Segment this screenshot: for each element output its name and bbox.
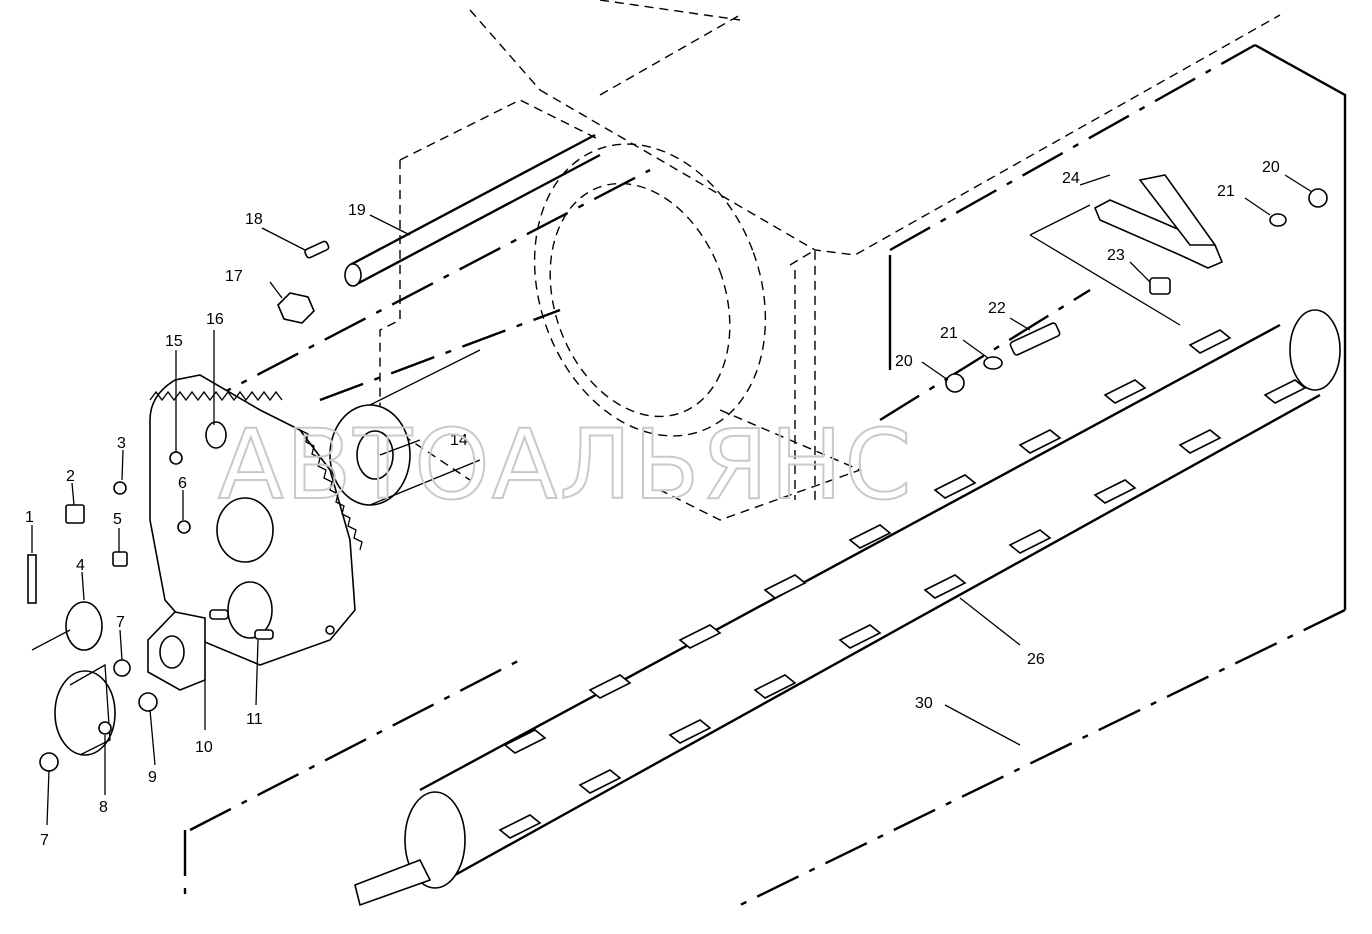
- left-parts: [27, 421, 274, 772]
- callout-5: 5: [113, 511, 122, 528]
- callout-20a: 20: [1262, 159, 1280, 176]
- callout-16: 16: [206, 311, 224, 328]
- callout-6: 6: [178, 475, 187, 492]
- callout-7b: 7: [40, 832, 49, 849]
- callout-21a: 21: [1217, 183, 1235, 200]
- callout-3: 3: [117, 435, 126, 452]
- watermark-text: АВТОАЛЬЯНС: [218, 409, 913, 521]
- callout-2: 2: [66, 468, 75, 485]
- callout-labels: 1 2 3 4 5 6 7 7 8 9 10 11 14 15 16 17 18…: [25, 159, 1280, 849]
- callout-23: 23: [1107, 247, 1125, 264]
- callout-18: 18: [245, 211, 263, 228]
- fittings-upper-left: [277, 240, 330, 324]
- hub-flange: [329, 349, 481, 506]
- callout-22: 22: [988, 300, 1006, 317]
- callout-17: 17: [225, 268, 243, 285]
- auger-drum: [354, 309, 1341, 907]
- callout-1: 1: [25, 509, 34, 526]
- callout-11: 11: [246, 711, 263, 728]
- callout-24: 24: [1062, 170, 1080, 187]
- callout-20b: 20: [895, 353, 913, 370]
- shaft: [344, 133, 601, 287]
- tines: [498, 329, 1307, 839]
- callout-15: 15: [165, 333, 183, 350]
- callout-30: 30: [915, 695, 933, 712]
- sprocket: [149, 374, 363, 666]
- callout-9: 9: [148, 769, 157, 786]
- callout-8: 8: [99, 799, 108, 816]
- callout-19: 19: [348, 202, 366, 219]
- housing-outline: [379, 0, 1281, 521]
- callout-26: 26: [1027, 651, 1045, 668]
- module-frame: [183, 43, 1347, 907]
- callout-4: 4: [76, 557, 85, 574]
- upper-right-parts: [945, 174, 1328, 393]
- callout-7a: 7: [116, 614, 125, 631]
- callout-14: 14: [450, 432, 468, 449]
- callout-21b: 21: [940, 325, 958, 342]
- callout-10: 10: [195, 739, 213, 756]
- leader-lines: [31, 174, 1313, 826]
